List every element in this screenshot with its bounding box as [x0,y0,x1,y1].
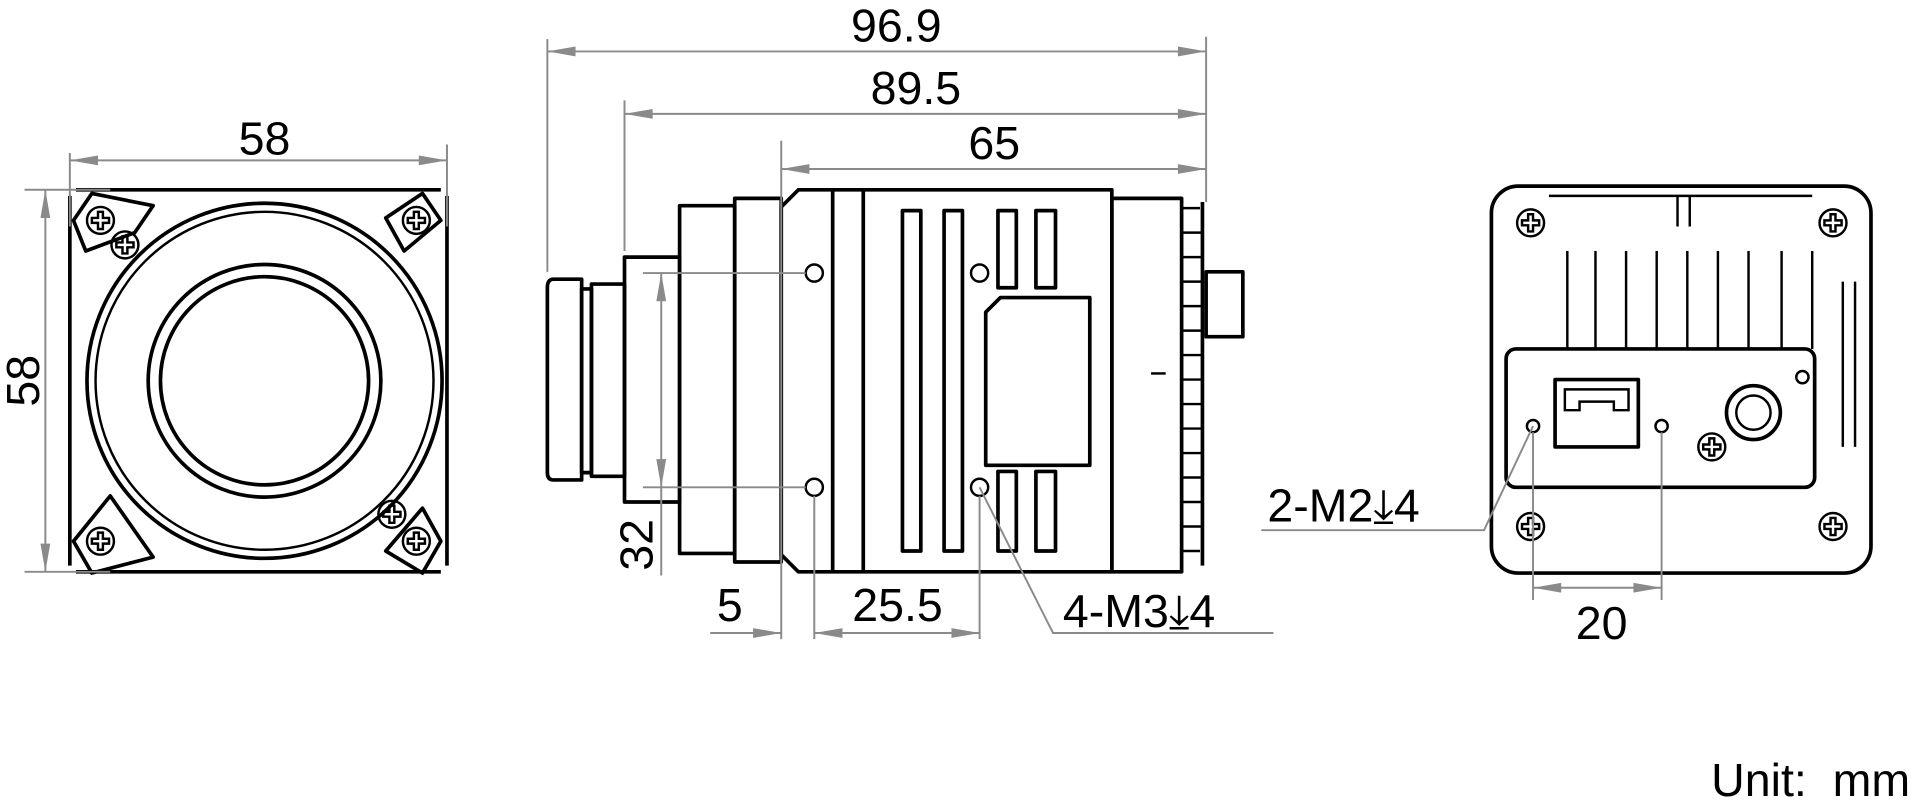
front-height-label: 58 [0,355,49,407]
rear-view: 20 2-M2⤓4 [1261,184,1873,649]
m3-hole-callout: 4-M3⤓4 [1063,585,1215,637]
m2-hole-callout: 2-M2⤓4 [1267,480,1419,532]
front-offset-label: 5 [717,579,743,631]
front-view: 58 58 [0,112,449,575]
hole-spacing-vertical-label: 32 [611,519,663,571]
hole-spacing-horizontal-label: 25.5 [852,579,943,631]
overall-length-label: 96.9 [851,0,942,52]
side-view: 96.9 89.5 65 32 5 25.5 4-M3⤓4 [545,0,1274,640]
rear-hole-spacing-label: 20 [1576,597,1628,649]
front-width-label: 58 [239,112,291,164]
length-from-mount-label: 89.5 [871,62,962,114]
unit-label: Unit: mm [1711,754,1910,802]
body-length-label: 65 [968,117,1020,169]
